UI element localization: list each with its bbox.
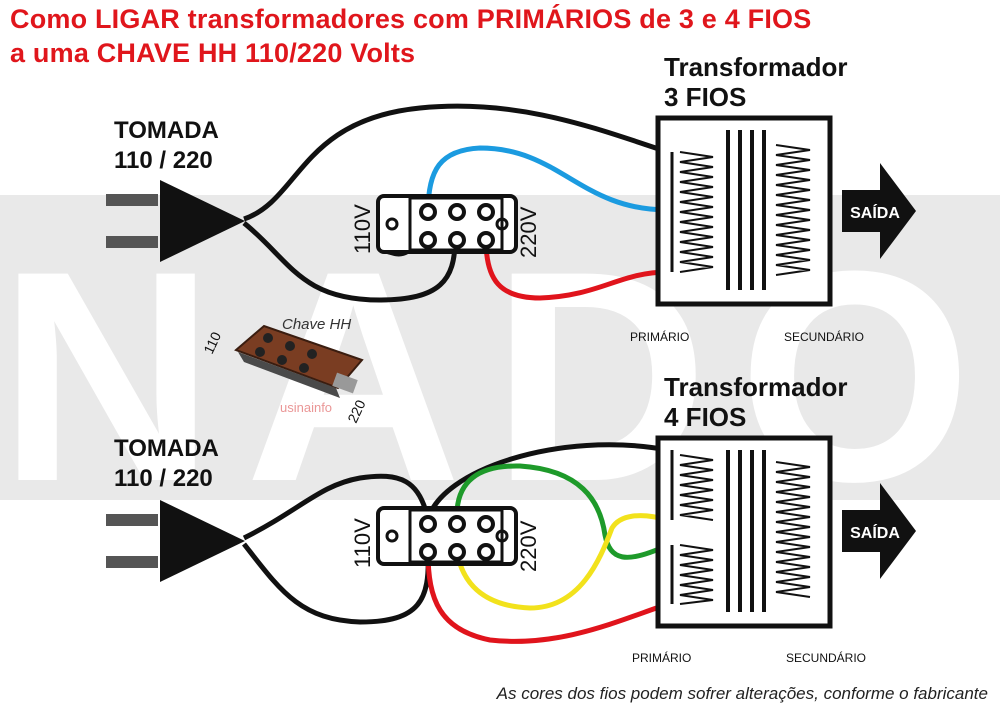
title-line-1: Como LIGAR transformadores com PRIMÁRIOS…: [10, 4, 812, 34]
switch-photo-brand: usinainfo: [280, 400, 332, 415]
bottom-output-label: SAÍDA: [850, 523, 900, 542]
bottom-transformer-title-line1: Transformador: [664, 372, 848, 402]
top-wire-black-upper: [243, 103, 669, 222]
bottom-outlet-label-line1: TOMADA: [114, 435, 219, 462]
bottom-outlet-label-line2: 110 / 220: [114, 465, 213, 492]
bottom-switch: [376, 506, 518, 566]
bottom-switch-220-label: 220V: [516, 520, 541, 572]
bottom-output-arrow: SAÍDA: [842, 483, 916, 579]
bottom-transformer-title: Transformador 4 FIOS: [664, 372, 848, 432]
top-transformer: [655, 115, 833, 307]
top-primary-label: PRIMÁRIO: [630, 330, 690, 344]
top-transformer-title-line1: Transformador: [664, 52, 848, 82]
top-secondary-label: SECUNDÁRIO: [784, 330, 865, 344]
top-outlet-label: TOMADA 110 / 220: [114, 116, 219, 176]
top-output-label: SAÍDA: [850, 203, 900, 222]
switch-photo: usinainfo 110 220: [200, 324, 369, 425]
bottom-wire-red: [425, 551, 669, 644]
bottom-wire-black-upper: [242, 442, 669, 541]
top-outlet-label-line2: 110 / 220: [114, 147, 213, 174]
top-output-arrow: SAÍDA: [842, 163, 916, 259]
top-wire-blue: [425, 145, 669, 213]
top-switch: [376, 194, 518, 254]
footer-note: As cores dos fios podem sofrer alteraçõe…: [496, 684, 988, 703]
bottom-switch-110-label: 110V: [350, 518, 375, 568]
top-plug: [106, 180, 245, 262]
bottom-transformer: [655, 435, 833, 629]
bottom-wire-green: [454, 463, 670, 560]
bottom-wire-yellow: [454, 513, 669, 611]
bottom-wire-black-lower: [242, 542, 431, 625]
top-transformer-title-line2: 3 FIOS: [664, 82, 747, 112]
bottom-plug: [106, 500, 245, 582]
top-switch-220-label: 220V: [516, 206, 541, 258]
bottom-transformer-title-line2: 4 FIOS: [664, 402, 747, 432]
bottom-secondary-label: SECUNDÁRIO: [786, 651, 867, 665]
top-wire-red: [483, 239, 669, 301]
switch-photo-caption: Chave HH: [282, 316, 352, 333]
top-transformer-title: Transformador 3 FIOS: [664, 52, 848, 112]
top-outlet-label-line1: TOMADA: [114, 117, 219, 144]
top-switch-110-label: 110V: [350, 204, 375, 254]
title-line-2: a uma CHAVE HH 110/220 Volts: [10, 38, 416, 68]
bottom-primary-label: PRIMÁRIO: [632, 651, 692, 665]
top-wire-black-lower: [242, 221, 458, 303]
bottom-outlet-label: TOMADA 110 / 220: [114, 434, 219, 494]
